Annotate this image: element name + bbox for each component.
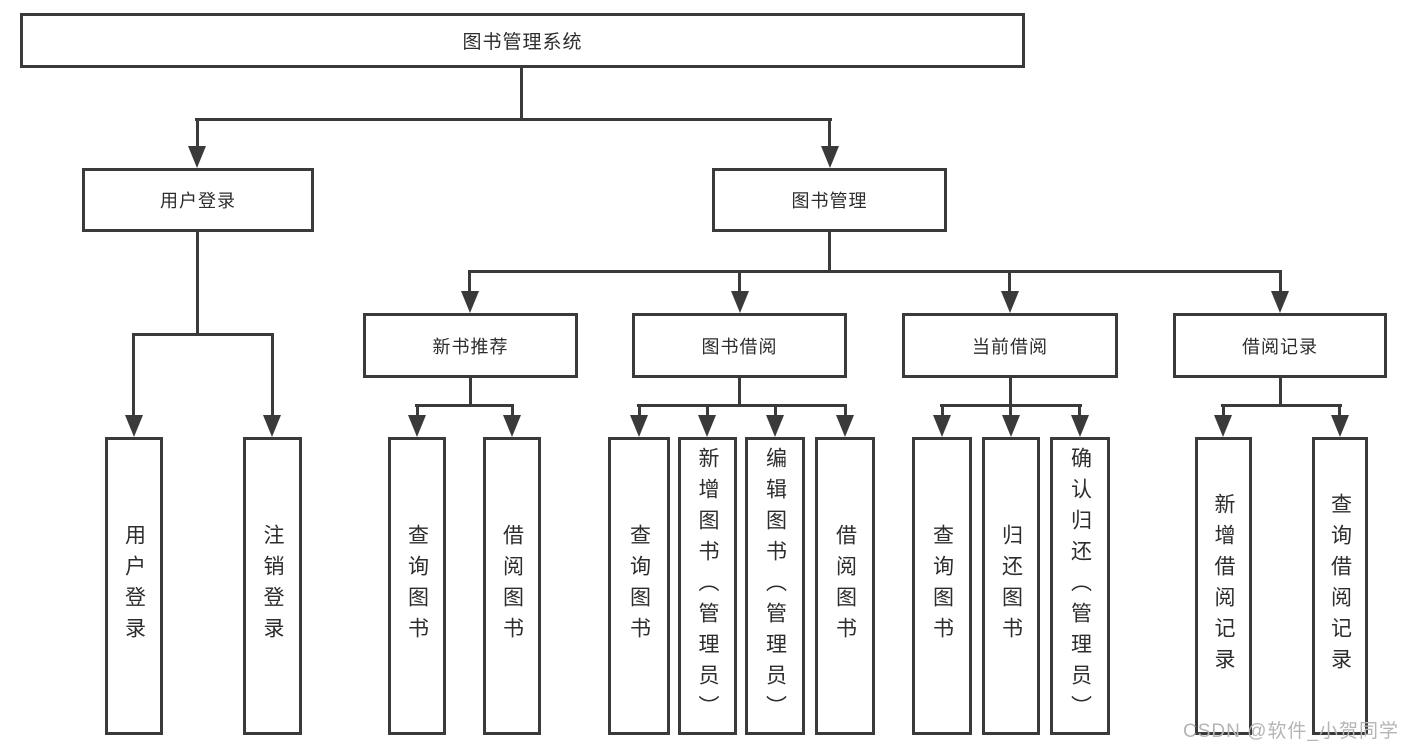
- connector-drop-nbr-borrow: [511, 404, 514, 417]
- node-nbr-borrow-books: 借阅图书: [483, 437, 541, 735]
- connector-drop-cb-return: [1009, 404, 1012, 417]
- node-root-label: 图书管理系统: [462, 32, 583, 53]
- node-br-query-record-label: 查询借阅记录: [1328, 493, 1352, 679]
- node-current-borrowing: 当前借阅: [902, 313, 1118, 378]
- arrow-to-bb-borrow: [836, 415, 854, 437]
- node-cb-confirm-return-admin: 确认归还（管理员）: [1050, 437, 1110, 735]
- arrow-to-nbr-query: [408, 415, 426, 437]
- node-bb-query-books: 查询图书: [608, 437, 670, 735]
- node-bb-borrow-books-label: 借阅图书: [833, 524, 857, 648]
- connector-drop-user-login-action: [132, 333, 135, 417]
- connector-drop-bb-query: [638, 404, 641, 417]
- connector-drop-cb-confirm: [1078, 404, 1081, 417]
- node-cb-return-books-label: 归还图书: [999, 524, 1023, 648]
- arrow-to-logout-action: [263, 415, 281, 437]
- node-bb-edit-books-admin: 编辑图书（管理员）: [745, 437, 805, 735]
- node-current-borrowing-label: 当前借阅: [972, 336, 1048, 357]
- node-new-book-recommendation-label: 新书推荐: [432, 336, 509, 357]
- arrow-to-cb-confirm: [1071, 415, 1089, 437]
- node-nbr-query-books: 查询图书: [388, 437, 446, 735]
- node-cb-query-books: 查询图书: [912, 437, 972, 735]
- arrow-to-bb-edit: [766, 415, 784, 437]
- node-book-management: 图书管理: [712, 168, 947, 232]
- arrow-to-user-login: [188, 146, 206, 168]
- node-book-borrowing-label: 图书借阅: [701, 336, 778, 357]
- connector-drop-bb-add: [706, 404, 709, 417]
- connector-root-branch: [195, 118, 832, 121]
- node-br-query-record: 查询借阅记录: [1312, 437, 1368, 735]
- connector-drop-cb-query: [941, 404, 944, 417]
- node-nbr-query-books-label: 查询图书: [405, 524, 429, 648]
- connector-drop-nbr-query: [416, 404, 419, 417]
- arrow-to-bb-add: [698, 415, 716, 437]
- connector-user-login-branch: [132, 333, 274, 336]
- arrow-to-user-login-action: [125, 415, 143, 437]
- node-borrowing-records-label: 借阅记录: [1242, 336, 1318, 357]
- node-bb-edit-books-admin-label: 编辑图书（管理员）: [763, 446, 787, 726]
- connector-br-trunk: [1279, 378, 1282, 406]
- arrow-to-current-borrowing: [1001, 291, 1019, 313]
- connector-br-branch: [1221, 404, 1342, 407]
- node-user-login: 用户登录: [82, 168, 314, 232]
- connector-bb-branch: [637, 404, 847, 407]
- connector-drop-bb-borrow: [844, 404, 847, 417]
- node-br-add-record-label: 新增借阅记录: [1212, 493, 1235, 679]
- node-book-borrowing: 图书借阅: [632, 313, 847, 378]
- connector-drop-new-book-recommendation: [468, 270, 471, 293]
- connector-drop-bb-edit: [774, 404, 777, 417]
- arrow-to-cb-return: [1002, 415, 1020, 437]
- node-cb-return-books: 归还图书: [982, 437, 1040, 735]
- connector-drop-current-borrowing: [1008, 270, 1011, 293]
- node-root: 图书管理系统: [20, 13, 1025, 68]
- connector-drop-user-login: [196, 118, 199, 148]
- node-cb-query-books-label: 查询图书: [930, 524, 954, 648]
- arrow-to-book-management: [821, 146, 839, 168]
- connector-nbr-trunk: [469, 378, 472, 406]
- node-bb-borrow-books: 借阅图书: [815, 437, 875, 735]
- connector-drop-book-management: [828, 118, 831, 148]
- arrow-to-new-book-recommendation: [461, 291, 479, 313]
- watermark: CSDN @软件_小贺同学: [1183, 721, 1399, 742]
- node-logout-action: 注销登录: [243, 437, 302, 735]
- node-nbr-borrow-books-label: 借阅图书: [500, 524, 524, 648]
- connector-drop-br-query: [1338, 404, 1341, 417]
- connector-user-login-trunk: [196, 232, 199, 335]
- connector-drop-logout-action: [271, 333, 274, 417]
- connector-root-trunk: [520, 68, 523, 121]
- node-book-management-label: 图书管理: [791, 191, 868, 211]
- arrow-to-borrowing-records: [1271, 291, 1289, 313]
- arrow-to-cb-query: [933, 415, 951, 437]
- connector-cb-trunk: [1009, 378, 1012, 406]
- node-cb-confirm-return-admin-label: 确认归还（管理员）: [1068, 446, 1092, 726]
- arrow-to-nbr-borrow: [503, 415, 521, 437]
- arrow-to-book-borrowing: [731, 291, 749, 313]
- connector-book-management-trunk: [828, 232, 831, 272]
- connector-drop-borrowing-records: [1279, 270, 1282, 293]
- node-bb-add-books-admin-label: 新增图书（管理员）: [696, 446, 719, 726]
- node-user-login-label: 用户登录: [160, 191, 236, 211]
- connector-drop-br-add: [1222, 404, 1225, 417]
- arrow-to-br-add: [1214, 415, 1232, 437]
- arrow-to-br-query: [1331, 415, 1349, 437]
- arrow-to-bb-query: [630, 415, 648, 437]
- connector-bb-trunk: [738, 378, 741, 406]
- node-new-book-recommendation: 新书推荐: [363, 313, 578, 378]
- node-bb-query-books-label: 查询图书: [627, 524, 651, 648]
- connector-drop-book-borrowing: [738, 270, 741, 293]
- connector-book-management-branch: [468, 270, 1282, 273]
- node-user-login-action: 用户登录: [105, 437, 163, 735]
- connector-nbr-branch: [415, 404, 514, 407]
- node-bb-add-books-admin: 新增图书（管理员）: [678, 437, 737, 735]
- node-user-login-action-label: 用户登录: [122, 524, 146, 648]
- node-br-add-record: 新增借阅记录: [1195, 437, 1252, 735]
- node-borrowing-records: 借阅记录: [1173, 313, 1387, 378]
- node-logout-action-label: 注销登录: [261, 524, 284, 648]
